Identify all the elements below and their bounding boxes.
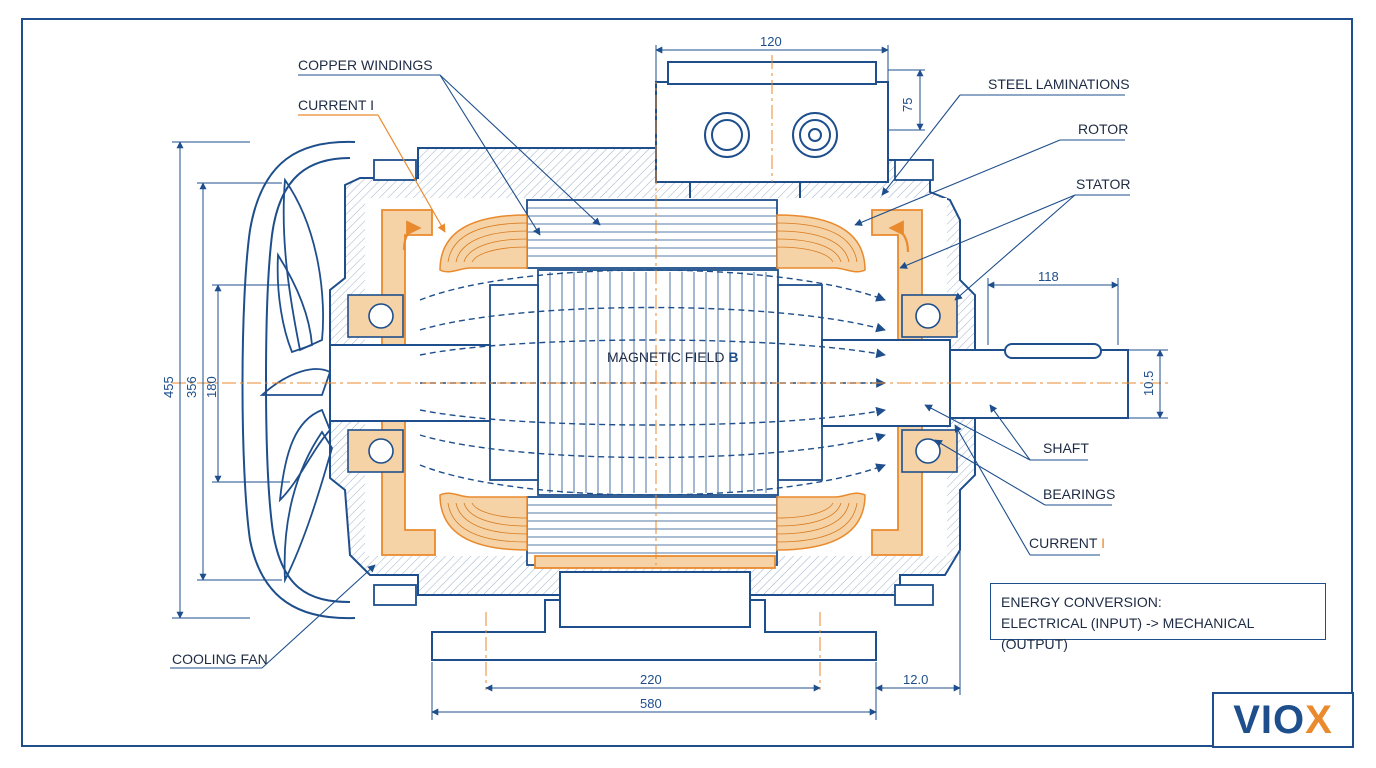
dim-foot-holes: 220 xyxy=(640,672,662,687)
dimension-lines xyxy=(172,45,1168,720)
stator-core xyxy=(526,199,778,569)
label-magnetic-field: MAGNETIC FIELD B xyxy=(607,349,738,365)
magnetic-field-symbol: B xyxy=(728,349,738,365)
dim-shaft-offset: 12.0 xyxy=(903,672,928,687)
centerlines xyxy=(172,45,1170,690)
dim-terminal-width: 120 xyxy=(760,34,782,49)
logo-accent: X xyxy=(1305,697,1333,742)
label-rotor: ROTOR xyxy=(1078,121,1128,137)
viox-logo: VIOX xyxy=(1212,692,1354,748)
current-right-text: CURRENT xyxy=(1029,535,1098,551)
dim-terminal-height: 75 xyxy=(900,98,915,112)
label-current-left: CURRENT I xyxy=(298,97,374,113)
winding-strands xyxy=(447,222,858,543)
bearings xyxy=(347,294,958,473)
motor-feet xyxy=(431,571,877,661)
energy-conversion-box: ENERGY CONVERSION: ELECTRICAL (INPUT) ->… xyxy=(990,583,1326,652)
dim-frame-height: 356 xyxy=(184,376,199,398)
label-steel-laminations: STEEL LAMINATIONS xyxy=(988,76,1130,92)
dim-foot-length: 580 xyxy=(640,696,662,711)
cable-gland-right xyxy=(792,112,838,158)
energy-description: ELECTRICAL (INPUT) -> MECHANICAL (OUTPUT… xyxy=(1001,615,1254,652)
fan-cover xyxy=(241,140,356,620)
copper-windings xyxy=(439,214,866,551)
current-leader-line xyxy=(298,114,446,233)
label-current-right: CURRENT I xyxy=(1029,535,1105,551)
dim-core-height: 180 xyxy=(204,376,219,398)
logo-main: VIO xyxy=(1233,697,1306,742)
logo-text: VIOX xyxy=(1233,698,1333,743)
energy-title: ENERGY CONVERSION: xyxy=(1001,594,1162,610)
label-bearings: BEARINGS xyxy=(1043,486,1115,502)
dim-overall-height: 455 xyxy=(161,376,176,398)
cable-gland-left xyxy=(704,112,750,158)
dim-shaft-extension: 118 xyxy=(1038,269,1059,284)
magnetic-field-text: MAGNETIC FIELD xyxy=(607,349,724,365)
leader-lines xyxy=(170,74,1130,669)
label-stator: STATOR xyxy=(1076,176,1130,192)
current-right-symbol: I xyxy=(1101,535,1105,551)
drawing-frame xyxy=(21,18,1353,747)
label-shaft: SHAFT xyxy=(1043,440,1089,456)
label-cooling-fan: COOLING FAN xyxy=(172,651,268,667)
dim-shaft-diameter: 10.5 xyxy=(1141,371,1156,396)
housing-bolts xyxy=(373,159,934,606)
cooling-fan-blades xyxy=(259,177,333,584)
label-copper-windings: COPPER WINDINGS xyxy=(298,57,433,73)
current-arrows xyxy=(402,220,910,253)
